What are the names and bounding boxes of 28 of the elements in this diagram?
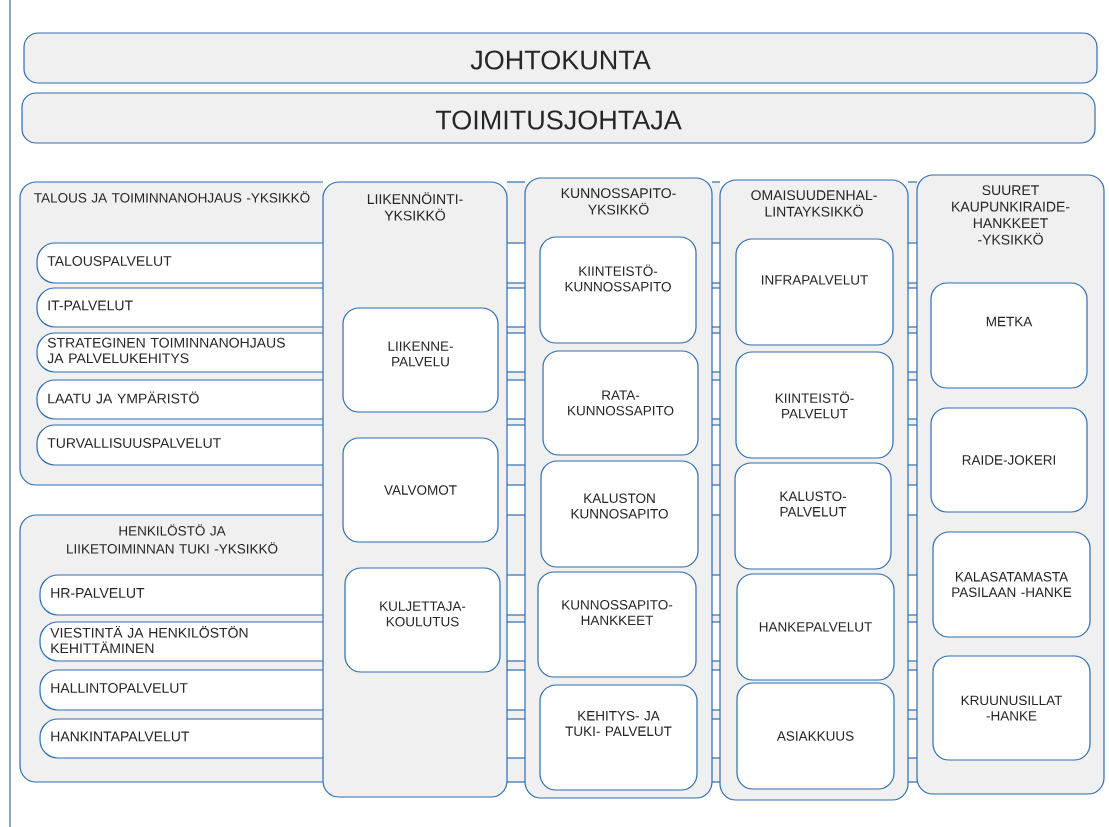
service-box: KALUSTO- PALVELUT [734,462,892,570]
service-bar: HANKINTAPALVELUT [39,718,324,759]
service-box: KULJETTAJA- KOULUTUS [344,567,501,673]
service-bar: STRATEGINEN TOIMINNANOHJAUS JA PALVELUKEHITYS [36,332,324,373]
service-box: RATA- KUNNOSSAPITO [542,350,699,456]
service-bar: HALLINTOPALVELUT [39,669,324,711]
service-bar: HR-PALVELUT [39,574,324,616]
service-bar: IT-PALVELUT [36,287,324,328]
service-box: KUNNOSSAPITO- HANKKEET [537,571,697,678]
service-box: KALUSTON KUNNOSAPITO [540,460,699,568]
service-box: KALASATAMASTA PASILAAN -HANKE [932,531,1091,638]
service-bar: LAATU JA YMPÄRISTÖ [36,379,324,420]
service-bar: TURVALLISUUSPALVELUT [36,424,324,466]
service-box: KIINTEISTÖ- PALVELUT [735,351,894,459]
service-box: ASIAKKUUS [736,682,895,790]
service-bar: VIESTINTÄ JA HENKILÖSTÖN KEHITTÄMINEN [39,621,324,662]
title-bar: JOHTOKUNTA [23,32,1098,84]
title-bar: TOIMITUSJOHTAJA [21,92,1096,144]
service-box: KIINTEISTÖ- KUNNOSSAPITO [539,236,697,344]
service-box: KRUUNUSILLAT -HANKE [932,655,1091,761]
service-box: METKA [930,282,1088,389]
service-box: KEHITYS- JA TUKI- PALVELUT [539,684,698,791]
service-box: LIIKENNE- PALVELU [342,307,499,413]
service-box: RAIDE-JOKERI [930,407,1088,513]
service-box: VALVOMOT [342,437,499,543]
service-box: HANKEPALVELUT [736,573,895,681]
service-box: INFRAPALVELUT [735,238,894,346]
service-bar: TALOUSPALVELUT [36,242,324,284]
